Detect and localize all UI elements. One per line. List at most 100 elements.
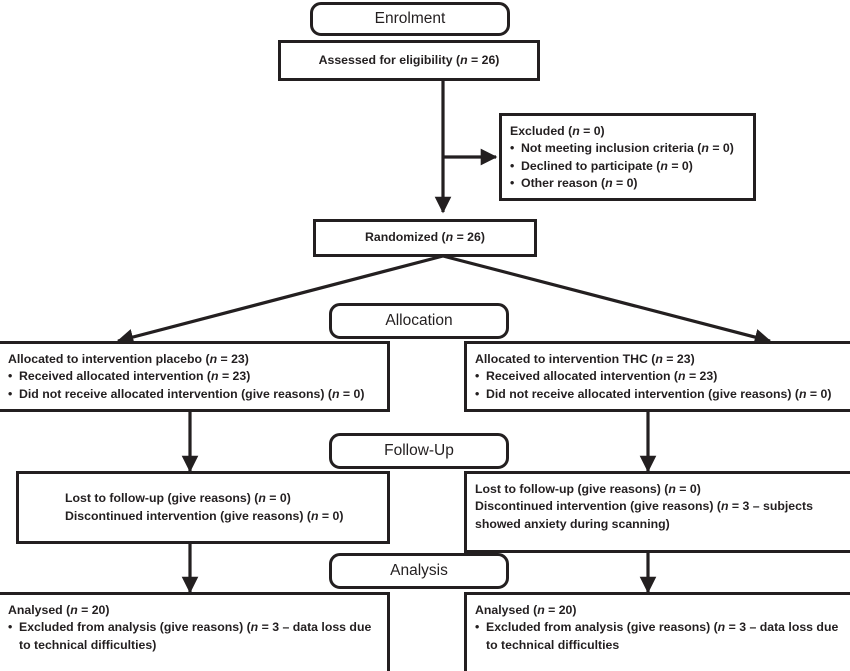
allocated-placebo-n-symbol: n — [209, 352, 218, 366]
stage-label-allocation-text: Allocation — [385, 312, 453, 329]
excluded-heading: Excluded (n = 0) — [510, 123, 745, 140]
analysed-placebo-heading-pre: Analysed ( — [8, 603, 71, 617]
followup-thc-line-0-pre: Lost to follow-up (give reasons) ( — [475, 482, 669, 496]
list-item: Not meeting inclusion criteria (n = 0) — [510, 140, 745, 158]
analysed-placebo-item-0-n-symbol: n — [250, 620, 259, 635]
list-item: Declined to participate (n = 0) — [510, 158, 745, 176]
randomized-n-symbol: n — [445, 230, 454, 245]
analysed-thc-heading-post: = 20) — [544, 603, 577, 617]
analysed-placebo-item-0-pre: Excluded from analysis (give reasons) ( — [19, 620, 251, 635]
allocated-thc-item-1-n-symbol: n — [798, 386, 807, 401]
node-analysed-thc: Analysed (n = 20) Excluded from analysis… — [464, 592, 850, 671]
list-item: Did not receive allocated intervention (… — [475, 386, 842, 404]
allocated-placebo-heading: Allocated to intervention placebo (n = 2… — [8, 351, 379, 368]
followup-thc-line-1-post: = 3 – subjects showed anxiety during sca… — [475, 499, 813, 531]
followup-thc-line-1-n-symbol: n — [720, 499, 729, 514]
node-allocated-thc: Allocated to intervention THC (n = 23) R… — [464, 341, 850, 412]
randomized-post: = 26) — [453, 230, 485, 245]
allocated-thc-item-1-pre: Did not receive allocated intervention (… — [486, 386, 799, 401]
analysed-thc-item-0-pre: Excluded from analysis (give reasons) ( — [486, 620, 718, 635]
allocated-thc-heading-pre: Allocated to intervention THC ( — [475, 352, 656, 366]
analysed-placebo-heading-post: = 20) — [77, 603, 110, 617]
analysed-placebo-n-symbol: n — [70, 603, 78, 617]
assessed-text: Assessed for eligibility (n = 26) — [319, 52, 500, 69]
allocated-placebo-item-0-pre: Received allocated intervention ( — [19, 369, 212, 384]
allocated-placebo-item-1-n-symbol: n — [331, 386, 340, 401]
analysed-thc-heading: Analysed (n = 20) — [475, 602, 842, 619]
followup-thc-line-1: Discontinued intervention (give reasons)… — [475, 498, 842, 533]
excluded-item-0-post: = 0) — [708, 141, 734, 156]
allocated-thc-list: Received allocated intervention (n = 23)… — [475, 368, 842, 403]
list-item: Excluded from analysis (give reasons) (n… — [475, 619, 842, 654]
allocated-thc-item-0-post: = 23) — [685, 369, 718, 384]
node-followup-placebo: Lost to follow-up (give reasons) (n = 0)… — [16, 471, 390, 544]
followup-placebo-line-0-post: = 0) — [265, 491, 291, 506]
list-item: Received allocated intervention (n = 23) — [8, 368, 379, 386]
connector-randomized-to-thc — [442, 254, 772, 346]
excluded-item-1-post: = 0) — [667, 158, 693, 173]
analysed-thc-heading-pre: Analysed ( — [475, 603, 538, 617]
allocated-placebo-heading-pre: Allocated to intervention placebo ( — [8, 352, 210, 366]
excluded-n-symbol: n — [572, 124, 580, 138]
stage-label-analysis: Analysis — [329, 553, 509, 589]
node-allocated-placebo: Allocated to intervention placebo (n = 2… — [0, 341, 390, 412]
analysed-placebo-heading: Analysed (n = 20) — [8, 602, 379, 619]
node-randomized: Randomized (n = 26) — [313, 219, 537, 257]
list-item: Did not receive allocated intervention (… — [8, 386, 379, 404]
assessed-post: = 26) — [467, 52, 500, 67]
connector-randomized-to-placebo — [116, 254, 444, 346]
allocated-thc-item-1-post: = 0) — [806, 386, 832, 401]
stage-label-analysis-text: Analysis — [390, 562, 448, 579]
excluded-item-0-n-symbol: n — [701, 141, 709, 156]
analysed-thc-list: Excluded from analysis (give reasons) (n… — [475, 619, 842, 654]
allocated-placebo-list: Received allocated intervention (n = 23)… — [8, 368, 379, 403]
list-item: Received allocated intervention (n = 23) — [475, 368, 842, 386]
followup-thc-line-0-n-symbol: n — [668, 482, 676, 496]
assessed-n-symbol: n — [460, 52, 468, 67]
allocated-thc-heading-post: = 23) — [662, 352, 695, 366]
analysed-thc-item-0-n-symbol: n — [717, 620, 726, 635]
excluded-heading-post: = 0) — [579, 124, 605, 138]
analysed-thc-n-symbol: n — [537, 603, 545, 617]
allocated-placebo-item-0-post: = 23) — [218, 369, 251, 384]
list-item: Other reason (n = 0) — [510, 175, 745, 193]
allocated-placebo-item-0-n-symbol: n — [211, 369, 219, 384]
followup-placebo-line-0: Lost to follow-up (give reasons) (n = 0) — [65, 490, 343, 507]
stage-label-enrolment-text: Enrolment — [374, 10, 446, 27]
stage-label-allocation: Allocation — [329, 303, 509, 339]
followup-thc-line-0-post: = 0) — [675, 482, 701, 496]
analysed-thc-item-0-post: = 3 – data loss due to technical difficu… — [486, 620, 839, 652]
followup-placebo-line-1-n-symbol: n — [310, 508, 319, 523]
allocated-placebo-item-1-post: = 0) — [339, 386, 365, 401]
followup-placebo-line-1-post: = 0) — [318, 508, 344, 523]
followup-placebo-lines: Lost to follow-up (give reasons) (n = 0)… — [65, 490, 343, 525]
excluded-heading-pre: Excluded ( — [510, 124, 573, 138]
allocated-thc-heading: Allocated to intervention THC (n = 23) — [475, 351, 842, 368]
stage-label-follow-up-text: Follow-Up — [384, 442, 454, 459]
followup-placebo-line-0-pre: Lost to follow-up (give reasons) ( — [65, 491, 259, 506]
excluded-item-0-pre: Not meeting inclusion criteria ( — [521, 141, 702, 156]
followup-placebo-line-1: Discontinued intervention (give reasons)… — [65, 508, 343, 525]
excluded-item-1-pre: Declined to participate ( — [521, 158, 661, 173]
assessed-pre: Assessed for eligibility ( — [318, 52, 461, 67]
node-analysed-placebo: Analysed (n = 20) Excluded from analysis… — [0, 592, 390, 671]
followup-thc-line-0: Lost to follow-up (give reasons) (n = 0) — [475, 481, 842, 498]
allocated-thc-item-0-pre: Received allocated intervention ( — [486, 369, 679, 384]
stage-label-follow-up: Follow-Up — [329, 433, 509, 469]
list-item: Excluded from analysis (give reasons) (n… — [8, 619, 379, 654]
analysed-placebo-item-0-post: = 3 – data loss due to technical difficu… — [19, 620, 372, 652]
excluded-item-2-pre: Other reason ( — [521, 176, 606, 191]
stage-label-enrolment: Enrolment — [310, 2, 510, 36]
node-assessed-for-eligibility: Assessed for eligibility (n = 26) — [278, 40, 540, 81]
analysed-placebo-list: Excluded from analysis (give reasons) (n… — [8, 619, 379, 654]
allocated-placebo-heading-post: = 23) — [217, 352, 249, 366]
randomized-pre: Randomized ( — [365, 230, 446, 245]
allocated-placebo-item-1-pre: Did not receive allocated intervention (… — [19, 386, 332, 401]
randomized-text: Randomized (n = 26) — [365, 229, 485, 246]
allocated-thc-n-symbol: n — [655, 352, 663, 366]
excluded-item-2-post: = 0) — [612, 176, 638, 191]
excluded-reason-list: Not meeting inclusion criteria (n = 0) D… — [510, 140, 745, 193]
followup-placebo-line-1-pre: Discontinued intervention (give reasons)… — [65, 508, 311, 523]
